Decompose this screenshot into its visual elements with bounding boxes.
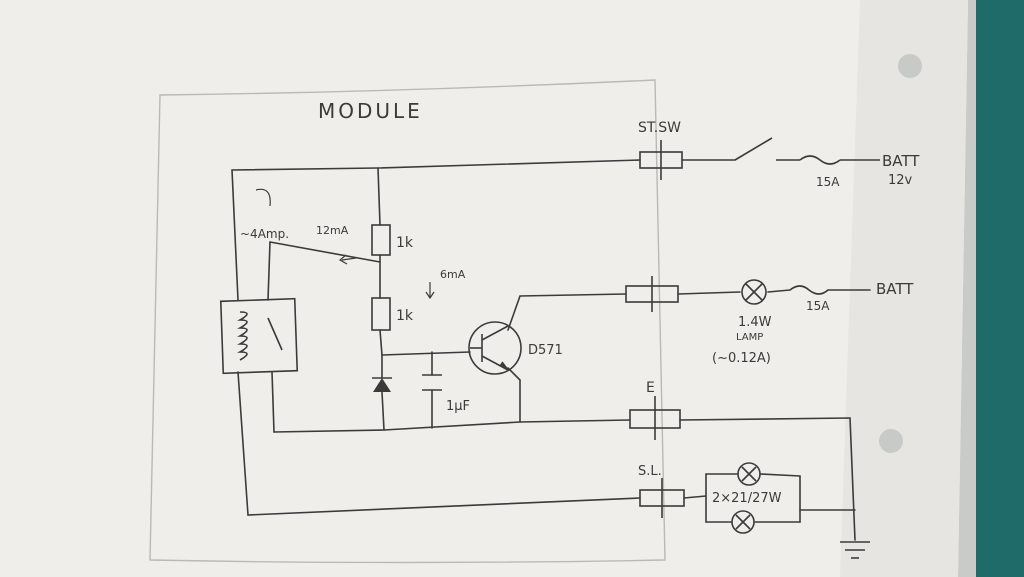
fuse-mid [789, 285, 829, 295]
earth-connector-label: E [646, 380, 655, 396]
resistor-top [371, 224, 391, 256]
transistor [468, 321, 522, 375]
resistor-bottom-label: 1k [396, 308, 414, 324]
punch-hole-bottom [879, 429, 903, 453]
fuse-mid-label: 15A [806, 299, 830, 313]
ignition-switch [734, 137, 800, 161]
resistor-bottom [371, 297, 391, 331]
battery-top-label: BATT [882, 152, 920, 170]
stop-lamp-bottom [731, 510, 755, 534]
paper-shadow [840, 0, 968, 577]
teal-folder [968, 0, 1024, 577]
connectors [625, 140, 685, 518]
lamp-current-label: (~0.12A) [712, 351, 771, 366]
resistor-top-label: 1k [396, 235, 414, 251]
transistor-label: D571 [528, 343, 563, 358]
battery-top-voltage: 12v [888, 173, 913, 188]
stop-lamps-label: 2×21/27W [712, 491, 782, 506]
relay [219, 297, 299, 375]
relay-current-arrow [255, 188, 271, 207]
current-6ma-arrow [425, 282, 435, 300]
current-12ma-arrow [338, 254, 357, 265]
relay-current-label: ~4Amp. [240, 227, 289, 241]
earth-ground-icon [840, 541, 870, 559]
module-title: MODULE [318, 99, 423, 123]
capacitor-label: 1µF [446, 399, 470, 414]
lamp-power-label: 1.4W [738, 315, 772, 330]
stop-lamp-top [737, 462, 761, 486]
current-12ma-label: 12mA [316, 224, 349, 237]
fuse-top [799, 155, 880, 165]
indicator-lamp [741, 279, 767, 305]
capacitor [422, 374, 442, 391]
punch-hole-top [898, 54, 922, 78]
fuse-top-label: 15A [816, 175, 840, 189]
current-6ma-label: 6mA [440, 268, 466, 281]
wiring [231, 159, 871, 541]
module-boundary [149, 79, 666, 564]
lamp-word-label: LAMP [736, 332, 763, 343]
stop-light-connector-label: S.L. [638, 464, 662, 479]
diode [372, 377, 392, 392]
battery-mid-label: BATT [876, 280, 914, 298]
ignition-switch-label: ST.SW [638, 120, 681, 136]
